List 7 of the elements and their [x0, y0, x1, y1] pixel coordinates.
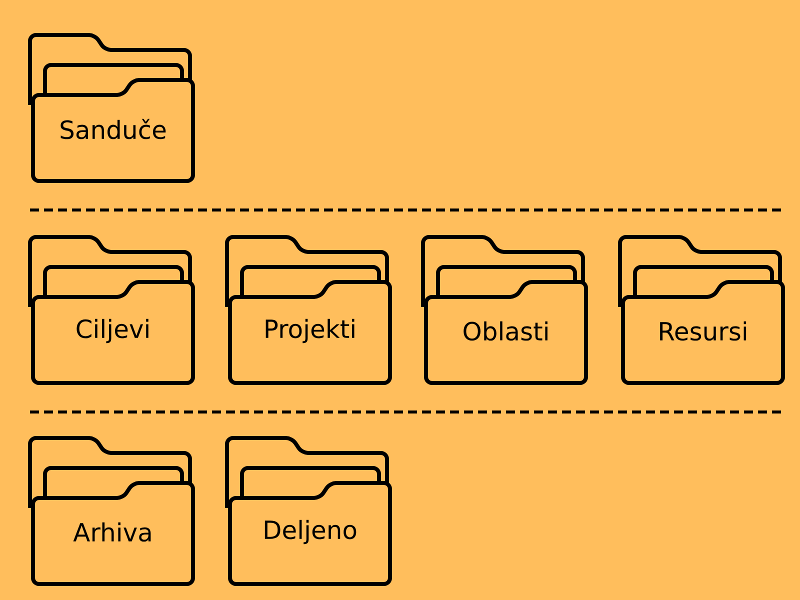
folder: Oblasti: [421, 235, 588, 385]
folder: Projekti: [225, 235, 392, 385]
folder: Arhiva: [28, 436, 195, 586]
folder: Deljeno: [225, 436, 392, 586]
folder: Resursi: [618, 235, 785, 385]
folder: Sanduče: [28, 33, 195, 183]
folder: Ciljevi: [28, 235, 195, 385]
